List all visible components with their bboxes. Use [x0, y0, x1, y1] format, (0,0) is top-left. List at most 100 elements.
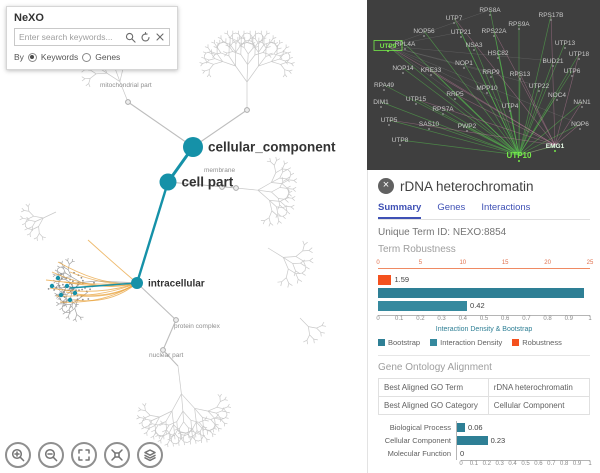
expand-icon — [78, 449, 90, 461]
gene-utp5[interactable]: UTP5 — [381, 117, 398, 124]
axis-tick: 0.8 — [560, 461, 569, 467]
gene-rpl4a[interactable]: RPL4A — [395, 41, 416, 48]
legend-robustness: Robustness — [512, 338, 562, 347]
gene-hsc82[interactable]: HSC82 — [488, 50, 509, 57]
refresh-icon[interactable] — [140, 31, 151, 43]
axis-tick: 0.7 — [522, 316, 531, 322]
axis-tick: 0.5 — [521, 461, 530, 467]
tree-branches — [19, 30, 327, 448]
fit-selected-button[interactable] — [104, 442, 130, 468]
gene-nop56[interactable]: NOP56 — [413, 28, 435, 35]
gene-rps22a[interactable]: RPS22A — [482, 28, 508, 35]
gene-noc4[interactable]: NOC4 — [548, 92, 566, 99]
gene-utp6[interactable]: UTP6 — [564, 68, 581, 75]
search-icon[interactable] — [125, 32, 136, 43]
axis-tick: 25 — [586, 260, 594, 266]
bar-interaction-density: 0.42 — [378, 299, 590, 312]
node-cell-part[interactable] — [159, 173, 177, 191]
gene-rpa49[interactable]: RPA49 — [374, 82, 394, 89]
go-bar-track: 0.06 — [456, 421, 590, 434]
radio-genes[interactable] — [82, 52, 92, 62]
radio-keywords[interactable] — [27, 52, 37, 62]
go-row-value: Cellular Component — [487, 396, 591, 415]
node-label-cell-part[interactable]: cell part — [182, 175, 234, 190]
legend-interaction-density: Interaction Density — [430, 338, 502, 347]
search-icons — [125, 31, 165, 43]
search-input[interactable] — [19, 32, 125, 42]
gene-utp13[interactable]: UTP13 — [555, 40, 576, 47]
divider — [378, 355, 590, 356]
node-label-cellular-component[interactable]: cellular_component — [208, 140, 336, 155]
gene-nop14[interactable]: NOP14 — [392, 65, 414, 72]
layers-button[interactable] — [137, 442, 163, 468]
gene-utp4[interactable]: UTP4 — [502, 103, 519, 110]
gene-utp21[interactable]: UTP21 — [451, 29, 472, 36]
go-row-value: rDNA heterochromatin — [487, 378, 591, 397]
gene-nsa3[interactable]: NSA3 — [466, 42, 483, 49]
gene-sas10[interactable]: SAS10 — [419, 121, 440, 128]
axis-tick: 0.9 — [564, 316, 573, 322]
gene-rps8a[interactable]: RPS8A — [479, 7, 501, 14]
bar-fill — [378, 300, 468, 311]
interaction-network-panel[interactable]: UTP7 RPS8A RPS9A RPS17B NOP56 UTP21 RPS22A RPL4… — [367, 0, 600, 170]
bar-robustness: 1.59 — [378, 273, 590, 286]
axis-tick: 20 — [544, 260, 551, 266]
gene-nan1[interactable]: NAN1 — [573, 99, 591, 106]
go-category-label: Molecular Function — [387, 449, 451, 458]
gene-utp10[interactable]: UTP10 — [507, 151, 532, 160]
zoom-out-button[interactable] — [38, 442, 64, 468]
gene-utp18[interactable]: UTP18 — [569, 51, 590, 58]
gene-rps13[interactable]: RPS13 — [510, 71, 531, 78]
gene-utp8[interactable]: UTP8 — [392, 137, 409, 144]
gene-nop1[interactable]: NOP1 — [455, 60, 473, 67]
fit-selection-icon — [111, 449, 123, 461]
axis-tick: 0.1 — [469, 461, 479, 467]
axis-tick: 0.4 — [508, 461, 517, 467]
gene-rrp5[interactable]: RRP5 — [446, 91, 464, 98]
go-bar-track: 0.23 — [456, 434, 590, 447]
canvas-toolbar — [5, 442, 163, 468]
tab-summary[interactable]: Summary — [378, 200, 422, 219]
tab-interactions[interactable]: Interactions — [481, 202, 531, 213]
term-label-membrane[interactable]: membrane — [204, 167, 235, 174]
gene-nop6[interactable]: NOP6 — [571, 121, 589, 128]
gene-kre33[interactable]: KRE33 — [421, 67, 442, 74]
clear-icon[interactable] — [155, 32, 165, 42]
detail-tabs: Summary Genes Interactions — [378, 200, 590, 220]
term-label-nuclear-part[interactable]: nuclear part — [149, 352, 184, 359]
node-intracellular[interactable] — [131, 277, 143, 289]
term-label-mitochondrial-part[interactable]: mitochondrial part — [100, 82, 152, 89]
gene-utp22[interactable]: UTP22 — [529, 83, 550, 90]
robustness-heading: Term Robustness — [378, 244, 456, 255]
gene-utp15[interactable]: UTP15 — [406, 96, 427, 103]
node-cellular-component[interactable] — [183, 137, 203, 157]
gene-rps17b[interactable]: RPS17B — [539, 12, 564, 19]
search-mode-row: By Keywords Genes — [14, 52, 170, 62]
gene-bud21[interactable]: BUD21 — [543, 58, 564, 65]
close-icon[interactable]: × — [378, 178, 394, 194]
tab-genes[interactable]: Genes — [437, 202, 466, 213]
gene-rps9a[interactable]: RPS9A — [508, 21, 530, 28]
term-label-protein-complex[interactable]: protein complex — [174, 323, 221, 330]
gene-dim1[interactable]: DIM1 — [373, 99, 389, 106]
gene-utp7[interactable]: UTP7 — [446, 15, 463, 22]
legend-bootstrap: Bootstrap — [378, 338, 420, 347]
bar-fill — [378, 287, 584, 298]
gene-mpp10[interactable]: MPP10 — [476, 85, 498, 92]
search-panel: NeXO By Keywords Genes — [6, 6, 178, 70]
gene-rrp9[interactable]: RRP9 — [482, 69, 500, 76]
zoom-in-button[interactable] — [5, 442, 31, 468]
fit-content-button[interactable] — [71, 442, 97, 468]
node-label-intracellular[interactable]: intracellular — [148, 279, 205, 290]
axis-tick: 15 — [501, 260, 509, 266]
gene-rps7a[interactable]: RPS7A — [432, 106, 454, 113]
gene-utp9[interactable]: UTP9 — [380, 43, 397, 50]
gene-pwp2[interactable]: PWP2 — [458, 123, 477, 130]
gene-emg1[interactable]: EMG1 — [546, 143, 565, 150]
axis-tick: 0.3 — [495, 461, 504, 467]
